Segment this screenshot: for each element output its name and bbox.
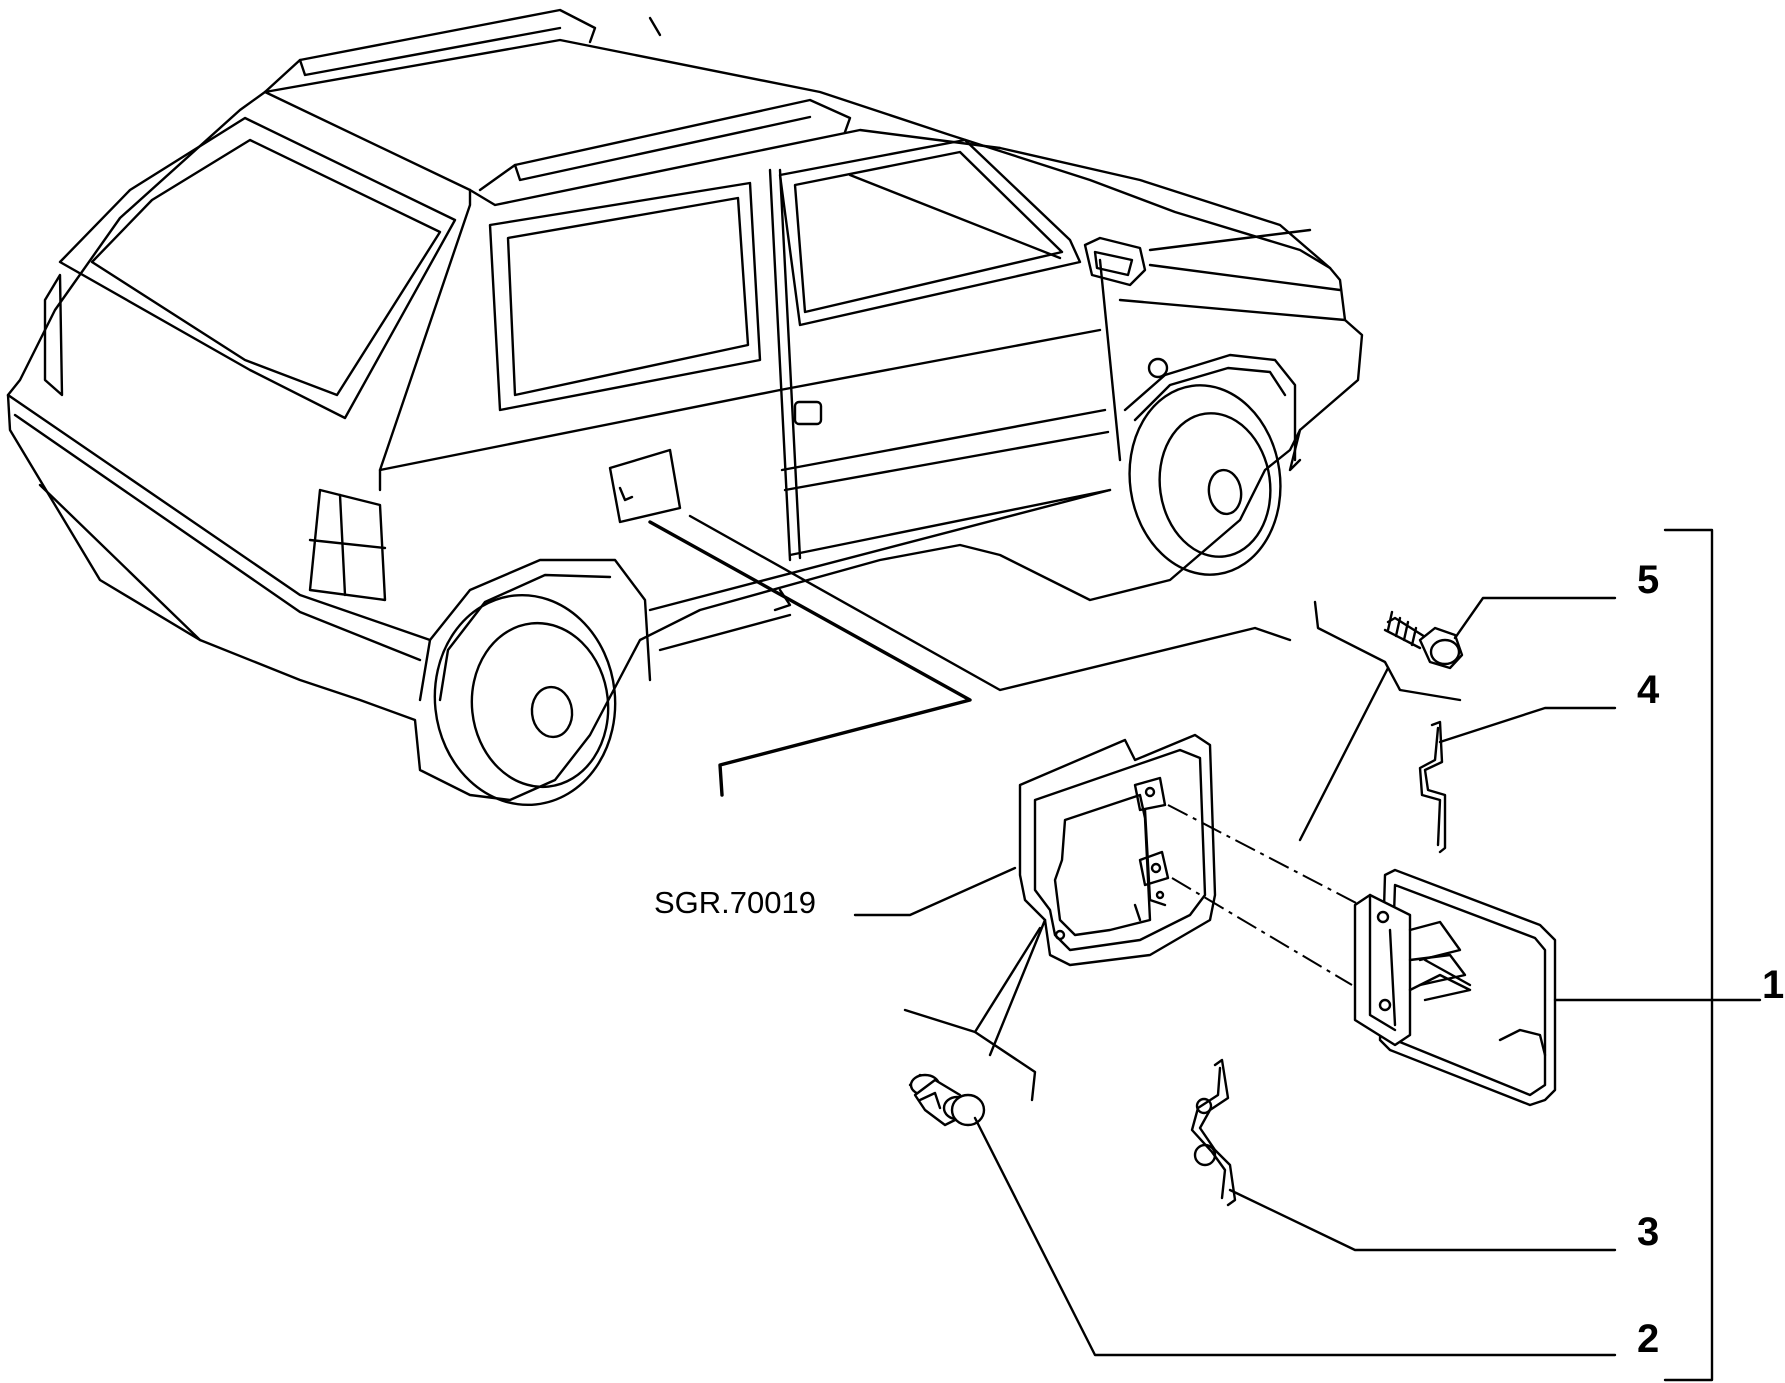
rubber-stop-part-2 [903,918,1047,1127]
screw-part-5 [1298,600,1464,842]
fuel-door-cover [1353,868,1557,1107]
alignment-lines [1167,804,1361,986]
car-illustration [6,8,1364,807]
spring-clip-part-4 [1418,720,1447,854]
callout-leaders [853,528,1762,1382]
fuel-door-housing [1018,733,1217,967]
flap-location-leader [648,514,1292,797]
callout-3: 3 [1637,1210,1659,1254]
reference-code: SGR.70019 [654,885,816,920]
callout-4: 4 [1637,668,1660,712]
spring-part-3 [1190,1058,1237,1207]
callout-5: 5 [1637,558,1659,602]
callout-2: 2 [1637,1317,1659,1361]
callout-1: 1 [1762,963,1784,1007]
callout-labels: 5 4 3 2 1 SGR.70019 [654,558,1784,1361]
